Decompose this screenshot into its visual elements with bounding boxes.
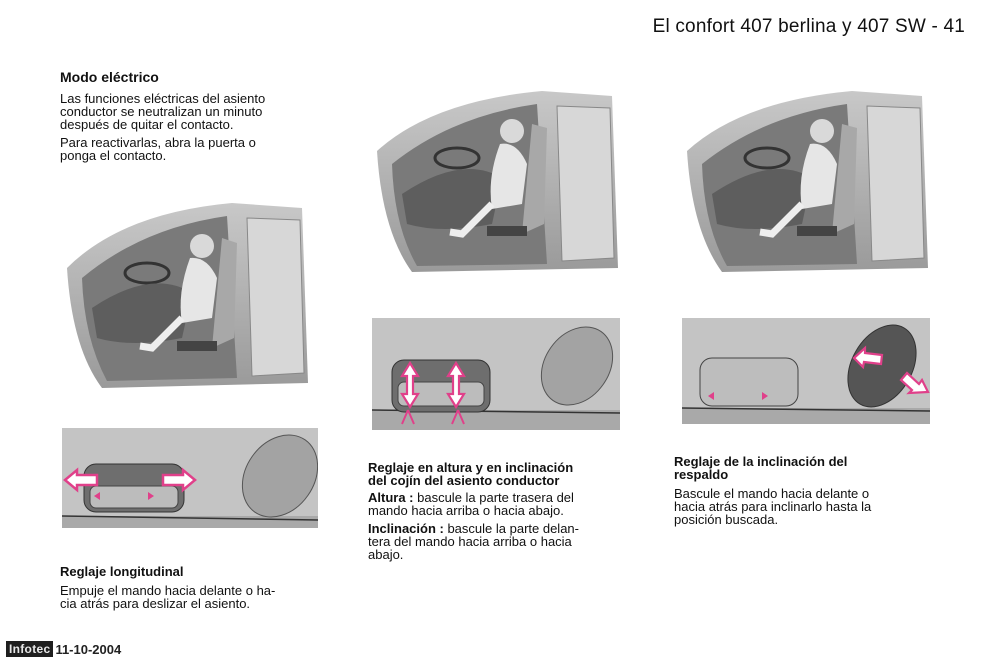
car-interior-illustration-2 xyxy=(377,91,618,272)
car-interior-illustration-1 xyxy=(67,203,308,388)
seat-control-backrest-illustration xyxy=(682,318,930,424)
text-line: ponga el contacto. xyxy=(60,148,167,163)
text-line: Para reactivarlas, abra la puerta o xyxy=(60,135,256,150)
infotec-logo: Infotec xyxy=(6,641,54,657)
caption-item-tilt: Inclinación : bascule la parte delan- te… xyxy=(368,522,627,561)
item-label-tilt: Inclinación : xyxy=(368,521,444,536)
text-line: abajo. xyxy=(368,547,404,562)
seat-control-longitudinal-illustration xyxy=(62,428,318,528)
caption-text-backrest: Bascule el mando hacia delante o hacia a… xyxy=(674,487,933,526)
text-line: del cojín del asiento conductor xyxy=(368,473,560,488)
text-line: cia atrás para deslizar el asiento. xyxy=(60,596,251,611)
text-line: conductor se neutralizan un minuto xyxy=(60,104,263,119)
text-line: hacia atrás para inclinarlo hasta la xyxy=(674,499,872,514)
caption-text-longitudinal: Empuje el mando hacia delante o ha- cia … xyxy=(60,584,319,610)
electric-mode-paragraph-1: Las funciones eléctricas del asiento con… xyxy=(60,92,319,131)
text-line: tera del mando hacia arriba o hacia xyxy=(368,534,572,549)
car-interior-illustration-3 xyxy=(687,91,928,272)
item-label-height: Altura : xyxy=(368,490,414,505)
seat-control-height-tilt-illustration xyxy=(372,318,620,430)
page-footer: Infotec 11-10-2004 xyxy=(6,641,121,657)
caption-title-backrest: Reglaje de la inclinación del respaldo xyxy=(674,455,847,481)
text-line: Empuje el mando hacia delante o ha- xyxy=(60,583,276,598)
text-line: Las funciones eléctricas del asiento xyxy=(60,91,266,106)
text-line: después de quitar el contacto. xyxy=(60,117,234,132)
text-line: mando hacia arriba o hacia abajo. xyxy=(368,503,564,518)
caption-item-height: Altura : bascule la parte trasera del ma… xyxy=(368,491,627,517)
page-header: El confort 407 berlina y 407 SW - 41 xyxy=(652,16,965,37)
text-line: bascule la parte delan- xyxy=(443,521,579,536)
text-line: Bascule el mando hacia delante o xyxy=(674,486,870,501)
text-line: bascule la parte trasera del xyxy=(413,490,574,505)
text-line: Reglaje de la inclinación del xyxy=(674,454,848,469)
text-line: posición buscada. xyxy=(674,512,779,527)
section-heading-electric-mode: Modo eléctrico xyxy=(60,69,159,85)
footer-date: 11-10-2004 xyxy=(55,641,122,657)
text-line: Reglaje en altura y en inclinación xyxy=(368,460,574,475)
text-line: respaldo xyxy=(674,467,729,482)
electric-mode-paragraph-2: Para reactivarlas, abra la puerta o pong… xyxy=(60,136,319,162)
caption-title-height-tilt: Reglaje en altura y en inclinación del c… xyxy=(368,461,573,487)
caption-title-longitudinal: Reglaje longitudinal xyxy=(60,564,184,579)
